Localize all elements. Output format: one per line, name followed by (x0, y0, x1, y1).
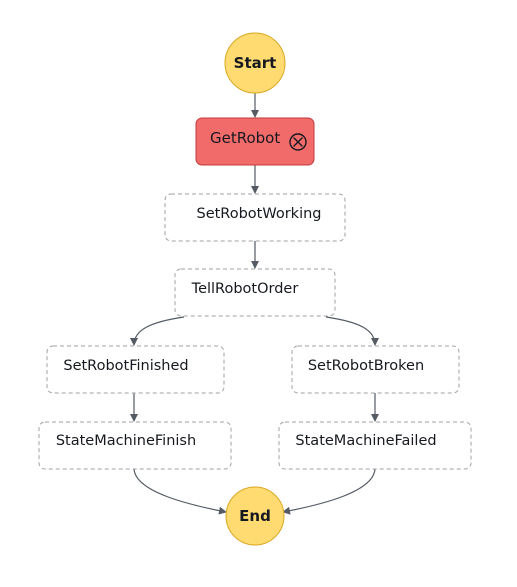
end-node[interactable]: End (225, 486, 285, 546)
end-label: End (239, 507, 271, 525)
state-getrobot-label: GetRobot (210, 129, 280, 147)
state-setrobotbroken-label: SetRobotBroken (308, 358, 424, 374)
state-tellrobotorder-label: TellRobotOrder (191, 281, 299, 297)
start-node[interactable]: Start (224, 32, 286, 94)
state-statemachinefailed[interactable]: StateMachineFailed (278, 421, 472, 470)
start-label: Start (234, 54, 277, 72)
error-x-circle-icon (289, 133, 307, 151)
state-setrobotbroken[interactable]: SetRobotBroken (291, 345, 460, 394)
edges (130, 93, 379, 515)
state-statemachinefinish-label: StateMachineFinish (56, 433, 196, 449)
edge-tellrobotorder-to-setrobotbroken (325, 316, 379, 346)
state-setrobotworking-label: SetRobotWorking (196, 206, 321, 222)
edge-statemachinefailed-to-end (282, 467, 376, 515)
state-setrobotfinished[interactable]: SetRobotFinished (46, 345, 225, 394)
state-tellrobotorder[interactable]: TellRobotOrder (174, 268, 336, 317)
edge-statemachinefinish-to-end (133, 467, 227, 515)
state-setrobotfinished-label: SetRobotFinished (63, 358, 188, 374)
state-setrobotworking[interactable]: SetRobotWorking (164, 193, 346, 242)
state-statemachinefinish[interactable]: StateMachineFinish (38, 421, 232, 470)
state-getrobot[interactable]: GetRobot (195, 117, 315, 166)
edge-tellrobotorder-to-setrobotfinished (130, 316, 185, 346)
state-statemachinefailed-label: StateMachineFailed (295, 433, 436, 449)
